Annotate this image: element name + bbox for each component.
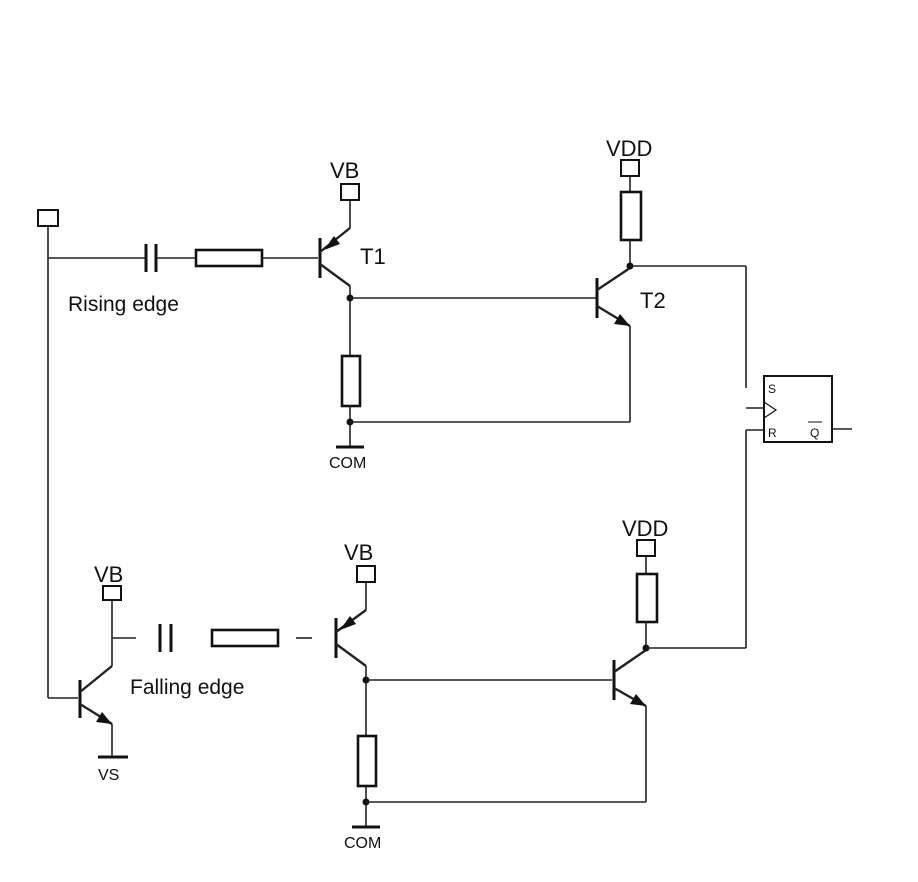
t2-label: T2 bbox=[640, 288, 666, 313]
rising-edge-label: Rising edge bbox=[68, 293, 179, 316]
ff-r-label: R bbox=[768, 426, 777, 440]
vdd-terminal-top bbox=[620, 159, 640, 177]
transistor-t2 bbox=[595, 267, 631, 422]
input-terminal bbox=[37, 209, 59, 258]
resistor-rising-input bbox=[194, 248, 264, 268]
com-label-bottom: COM bbox=[344, 835, 381, 852]
com-label-top: COM bbox=[329, 455, 366, 472]
vb-label-top: VB bbox=[330, 158, 359, 183]
vb-label-left: VB bbox=[94, 562, 123, 587]
resistor-t2-collector bbox=[619, 190, 643, 242]
vb-terminal-mid bbox=[356, 565, 376, 583]
transistor-t1 bbox=[318, 200, 351, 298]
transistor-t4 bbox=[612, 649, 647, 802]
transistor-inverter bbox=[48, 600, 113, 756]
resistor-t1-emitter bbox=[340, 354, 362, 408]
vdd-label-top: VDD bbox=[606, 136, 652, 161]
vb-label-mid: VB bbox=[344, 540, 373, 565]
resistor-falling-input bbox=[210, 628, 280, 648]
ff-q-label: Q bbox=[810, 426, 819, 440]
vs-label: VS bbox=[98, 767, 119, 784]
capacitor-rising bbox=[144, 244, 158, 272]
transistor-t3 bbox=[334, 582, 367, 680]
vdd-label-bottom: VDD bbox=[622, 516, 668, 541]
vb-terminal-top bbox=[340, 183, 360, 201]
falling-edge-label: Falling edge bbox=[130, 676, 244, 699]
vb-terminal-left bbox=[102, 585, 122, 601]
resistor-t4-collector bbox=[635, 572, 659, 624]
ff-s-label: S bbox=[768, 382, 776, 396]
vdd-terminal-bottom bbox=[636, 539, 656, 557]
t1-label: T1 bbox=[360, 244, 386, 269]
sr-flip-flop bbox=[763, 375, 852, 443]
capacitor-falling bbox=[158, 624, 173, 652]
resistor-t3-emitter bbox=[356, 734, 378, 788]
